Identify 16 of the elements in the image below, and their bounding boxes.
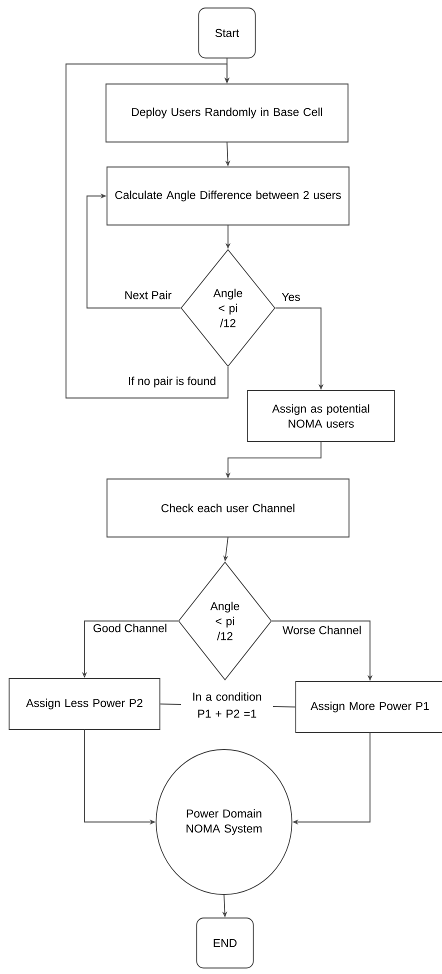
process-box: Assign More Power P1 [295, 681, 442, 733]
edge-label: Yes [282, 293, 300, 302]
edge-label: Good Channel [94, 624, 166, 632]
edge-label: Next Pair [125, 290, 172, 300]
process-box: Calculate Angle Difference between 2 users [106, 166, 350, 226]
edge-label: If no pair is found [128, 376, 216, 388]
process-box: Deploy Users Randomly in Base Cell [106, 84, 348, 142]
start-terminal: Start [198, 8, 256, 58]
end-terminal: END [196, 918, 254, 968]
edge-label: Worse Channel [282, 626, 361, 634]
process-box: Assign as potential NOMA users [247, 390, 395, 442]
arrow [66, 64, 230, 398]
process-box: Assign Less Power P2 [8, 678, 160, 730]
process-box: Check each user Channel [106, 478, 350, 538]
arrow [86, 193, 181, 308]
edge-label: In a condition P1 + P2 =1 [181, 691, 273, 719]
